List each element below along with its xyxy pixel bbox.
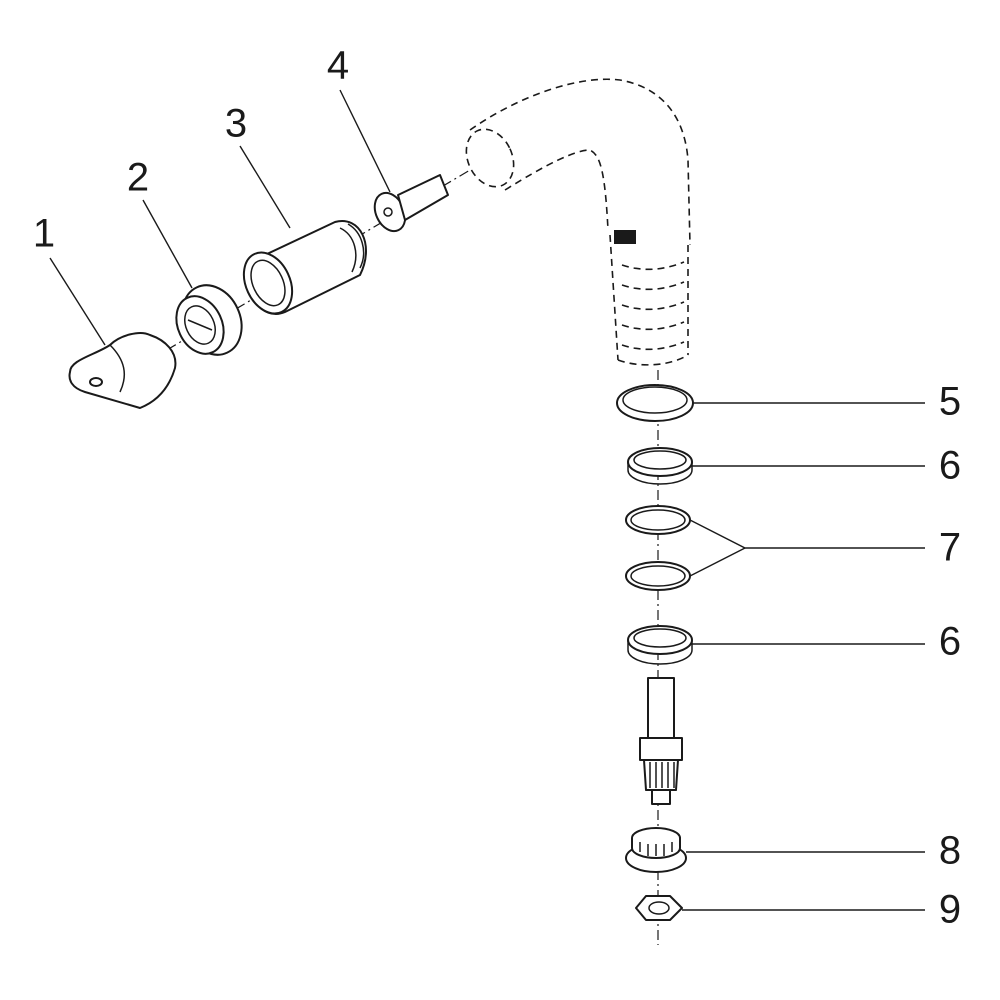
part-3-threaded-sleeve	[242, 219, 367, 315]
stem-splines	[643, 759, 679, 791]
part-5-ring	[616, 384, 694, 422]
part-7-lower-oring	[625, 561, 691, 591]
callout-8: 8	[939, 829, 961, 873]
spout-outlet-ring	[465, 128, 515, 188]
part-6-lower-ring	[627, 625, 693, 665]
spout-label-mark	[614, 230, 636, 244]
part-4-flanged-pin	[373, 174, 449, 233]
leader-1	[49, 257, 106, 346]
leader-lines	[49, 89, 925, 911]
stem-shaft	[647, 677, 675, 739]
spout-inner-contour	[504, 149, 609, 231]
part-1-lever-handle	[68, 332, 177, 409]
callout-4: 4	[327, 44, 349, 88]
callout-numbers: 1 2 3 4 5 6 7 6 8 9	[33, 44, 961, 932]
leader-2	[142, 199, 193, 289]
part-7-upper-oring	[625, 505, 691, 535]
part-9-hex-nut	[635, 895, 683, 921]
part-8-bushing	[625, 827, 687, 873]
callout-7: 7	[939, 526, 961, 570]
callout-1: 1	[33, 212, 55, 256]
spout-thread-pattern	[621, 261, 685, 351]
spout-lower-body	[609, 234, 689, 366]
valve-stem	[639, 677, 683, 805]
leader-4	[339, 89, 391, 193]
sleeve-open-end	[242, 251, 294, 315]
callout-6-upper: 6	[939, 444, 961, 488]
assembly-axis-lines	[149, 169, 659, 945]
part-2-aerator	[175, 284, 243, 356]
callout-9: 9	[939, 888, 961, 932]
spout-outer-contour	[469, 78, 691, 246]
callout-5: 5	[939, 380, 961, 424]
stem-tip	[651, 789, 671, 805]
callout-3: 3	[225, 102, 247, 146]
leader-7b	[689, 547, 746, 577]
callout-6-lower: 6	[939, 620, 961, 664]
lever-screw-hole	[89, 377, 103, 387]
leader-7a	[689, 519, 925, 549]
pin-shaft	[397, 174, 449, 221]
stem-collar	[639, 737, 683, 761]
leader-3	[239, 145, 291, 229]
spout-body-outline	[465, 78, 691, 366]
callout-2: 2	[127, 156, 149, 200]
part-6-upper-ring	[627, 447, 693, 485]
